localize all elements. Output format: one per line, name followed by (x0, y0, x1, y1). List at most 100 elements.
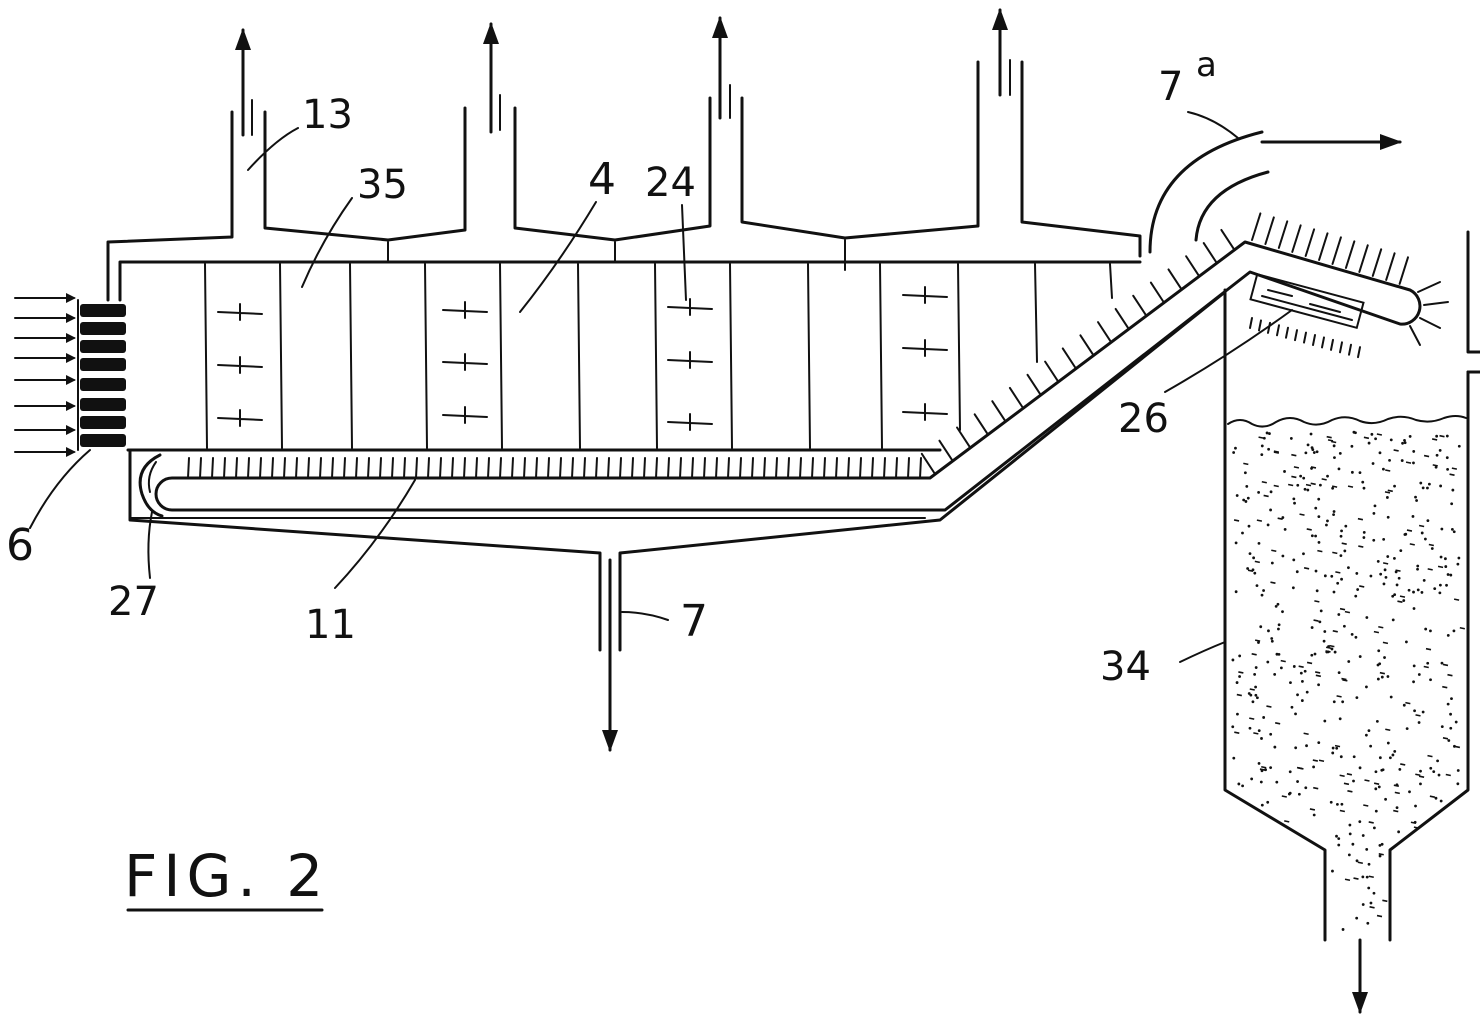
particle-232 (1293, 501, 1296, 505)
bristle-31 (547, 457, 550, 479)
particle-379 (1247, 524, 1251, 528)
particle-351 (1266, 705, 1272, 708)
particle-461 (1421, 486, 1425, 490)
brush-bristle-103 (1303, 331, 1307, 344)
bristle-55 (835, 457, 838, 479)
bristle-90 (1371, 248, 1383, 277)
bristle-49 (763, 457, 766, 479)
particle-392 (1374, 770, 1378, 774)
particle-510 (1431, 438, 1438, 441)
particle-304 (1281, 610, 1284, 614)
particle-385 (1399, 549, 1403, 553)
particle-343 (1270, 639, 1274, 643)
particle-311 (1435, 453, 1439, 457)
particle-377 (1376, 914, 1383, 918)
bristle-74 (1114, 307, 1130, 331)
particle-231 (1452, 629, 1456, 633)
particle-42 (1306, 488, 1310, 492)
particle-197 (1439, 434, 1445, 438)
bristle-48 (751, 457, 754, 479)
particle-227 (1270, 581, 1276, 584)
particle-437 (1302, 552, 1305, 556)
particle-130 (1340, 802, 1344, 806)
particle-44 (1303, 669, 1307, 673)
particle-466 (1453, 598, 1460, 601)
particle-136 (1265, 431, 1269, 435)
particle-413 (1397, 600, 1403, 603)
particle-27 (1418, 775, 1425, 778)
particle-93 (1442, 663, 1449, 667)
bristle-67 (991, 400, 1007, 423)
bristle-56 (847, 457, 850, 479)
leader-7a (1187, 111, 1239, 139)
bristle-57 (859, 457, 862, 479)
particle-399 (1380, 842, 1384, 846)
particle-375 (1323, 719, 1327, 723)
particle-282 (1310, 534, 1314, 538)
particle-346 (1280, 659, 1286, 663)
particle-493 (1401, 441, 1404, 445)
bristle-92 (1398, 256, 1410, 285)
particle-164 (1301, 679, 1304, 683)
particle-349 (1424, 627, 1428, 631)
bristle-10 (295, 457, 298, 479)
particle-102 (1291, 475, 1297, 479)
label-13: 13 (302, 92, 353, 138)
particle-46 (1321, 478, 1327, 481)
cross-1-2 (217, 356, 263, 374)
bristle-15 (355, 457, 358, 479)
bristle-64 (938, 439, 954, 462)
particle-423 (1294, 712, 1297, 716)
particle-148 (1234, 590, 1238, 594)
particle-92 (1312, 765, 1316, 769)
particle-67 (1369, 744, 1373, 748)
particle-456 (1412, 461, 1415, 465)
particle-498 (1379, 572, 1383, 576)
particle-499 (1426, 661, 1430, 665)
particle-177 (1405, 461, 1412, 464)
bristle-61 (907, 457, 910, 479)
bristle-19 (403, 457, 406, 479)
particle-79 (1362, 486, 1366, 490)
belt-end-scraper-inner (147, 461, 157, 493)
particle-467 (1260, 737, 1263, 740)
particle-443 (1451, 467, 1458, 470)
particle-285 (1305, 690, 1309, 694)
particle-459 (1335, 571, 1341, 574)
particle-411 (1358, 766, 1362, 770)
particle-103 (1253, 571, 1257, 575)
particle-337 (1262, 716, 1266, 719)
bristle-24 (463, 457, 466, 479)
particle-430 (1433, 587, 1437, 591)
particle-244 (1417, 721, 1421, 724)
particle-391 (1259, 780, 1263, 784)
particle-96 (1331, 746, 1335, 750)
particle-458 (1447, 673, 1453, 677)
particle-258 (1249, 717, 1255, 720)
bristle-23 (451, 457, 454, 479)
particle-482 (1355, 572, 1359, 575)
particle-165 (1269, 766, 1273, 770)
particle-106 (1326, 435, 1332, 439)
particle-263 (1325, 523, 1328, 527)
particle-229 (1340, 529, 1343, 533)
bristle-30 (535, 457, 538, 479)
particle-128 (1317, 540, 1321, 544)
bristle-52 (799, 457, 802, 479)
particle-278 (1429, 766, 1433, 770)
particle-396 (1332, 551, 1338, 555)
particle-154 (1372, 538, 1376, 542)
leader-13 (247, 127, 299, 171)
bristle-34 (583, 457, 586, 479)
particle-59 (1330, 647, 1334, 651)
particle-31 (1335, 834, 1338, 838)
bristle-60 (895, 457, 898, 479)
particle-91 (1385, 496, 1389, 499)
particle-141 (1314, 600, 1320, 603)
particle-73 (1409, 543, 1415, 546)
particle-295 (1335, 746, 1339, 750)
particle-327 (1243, 462, 1249, 466)
particle-196 (1437, 773, 1441, 777)
particle-155 (1403, 439, 1406, 442)
particle-57 (1337, 613, 1341, 616)
